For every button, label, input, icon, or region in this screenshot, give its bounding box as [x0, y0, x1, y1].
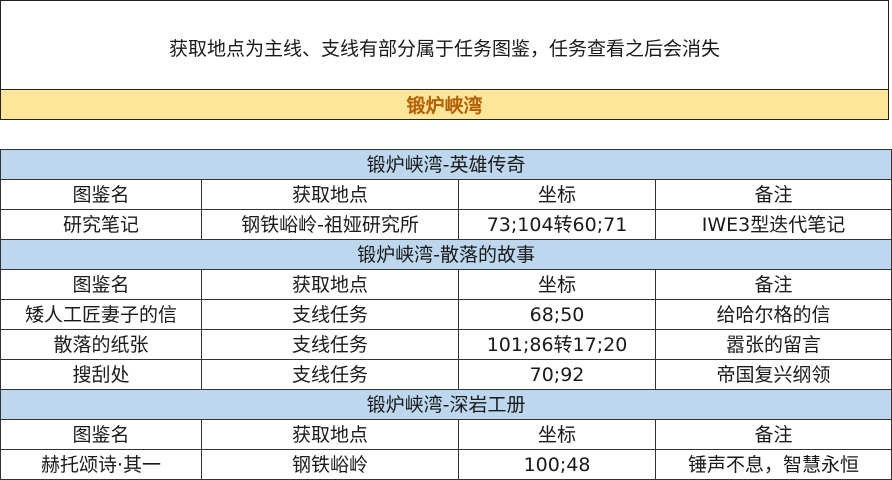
column-header-location: 获取地点 [201, 179, 459, 210]
column-header-coords: 坐标 [458, 269, 656, 300]
section-header-row: 锻炉峡湾-深岩工册 [0, 389, 892, 420]
column-header-location: 获取地点 [201, 269, 459, 300]
column-header-row: 图鉴名 获取地点 坐标 备注 [0, 419, 892, 450]
cell-name: 研究笔记 [0, 209, 202, 240]
table-row: 散落的纸张 支线任务 101;86转17;20 嚣张的留言 [0, 329, 892, 360]
region-title: 锻炉峡湾 [406, 95, 483, 117]
notice-banner: 获取地点为主线、支线有部分属于任务图鉴，任务查看之后会消失 [0, 0, 889, 89]
section-title: 锻炉峡湾-英雄传奇 [0, 149, 892, 180]
section-header-row: 锻炉峡湾-散落的故事 [0, 239, 892, 270]
cell-coords: 70;92 [458, 359, 656, 390]
table-row: 搜刮处 支线任务 70;92 帝国复兴纲领 [0, 359, 892, 390]
table-row: 赫托颂诗·其一 钢铁峪岭 100;48 锤声不息，智慧永恒 [0, 449, 892, 480]
table-row: 研究笔记 钢铁峪岭-祖娅研究所 73;104转60;71 IWE3型迭代笔记 [0, 209, 892, 240]
cell-notes: IWE3型迭代笔记 [654, 209, 892, 240]
cell-notes: 锤声不息，智慧永恒 [654, 449, 892, 480]
column-header-name: 图鉴名 [0, 269, 202, 300]
cell-name: 矮人工匠妻子的信 [0, 299, 202, 330]
cell-location: 钢铁峪岭-祖娅研究所 [201, 209, 459, 240]
column-header-notes: 备注 [654, 269, 892, 300]
cell-coords: 73;104转60;71 [458, 209, 656, 240]
column-header-notes: 备注 [654, 419, 892, 450]
table-row: 矮人工匠妻子的信 支线任务 68;50 给哈尔格的信 [0, 299, 892, 330]
section-title: 锻炉峡湾-散落的故事 [0, 239, 892, 270]
cell-coords: 68;50 [458, 299, 656, 330]
column-header-notes: 备注 [654, 179, 892, 210]
cell-coords: 101;86转17;20 [458, 329, 656, 360]
cell-name: 赫托颂诗·其一 [0, 449, 202, 480]
section-header-row: 锻炉峡湾-英雄传奇 [0, 149, 892, 180]
column-header-location: 获取地点 [201, 419, 459, 450]
cell-location: 支线任务 [201, 359, 459, 390]
column-header-name: 图鉴名 [0, 419, 202, 450]
column-header-coords: 坐标 [458, 179, 656, 210]
cell-location: 支线任务 [201, 329, 459, 360]
cell-location: 支线任务 [201, 299, 459, 330]
codex-table: 锻炉峡湾-英雄传奇 图鉴名 获取地点 坐标 备注 研究笔记 钢铁峪岭-祖娅研究所… [0, 149, 892, 480]
column-header-name: 图鉴名 [0, 179, 202, 210]
cell-notes: 嚣张的留言 [654, 329, 892, 360]
cell-notes: 帝国复兴纲领 [654, 359, 892, 390]
cell-notes: 给哈尔格的信 [654, 299, 892, 330]
cell-name: 搜刮处 [0, 359, 202, 390]
cell-coords: 100;48 [458, 449, 656, 480]
column-header-row: 图鉴名 获取地点 坐标 备注 [0, 179, 892, 210]
notice-text: 获取地点为主线、支线有部分属于任务图鉴，任务查看之后会消失 [168, 37, 720, 60]
column-header-coords: 坐标 [458, 419, 656, 450]
cell-name: 散落的纸张 [0, 329, 202, 360]
section-title: 锻炉峡湾-深岩工册 [0, 389, 892, 420]
region-title-bar: 锻炉峡湾 [0, 89, 889, 120]
column-header-row: 图鉴名 获取地点 坐标 备注 [0, 269, 892, 300]
cell-location: 钢铁峪岭 [201, 449, 459, 480]
